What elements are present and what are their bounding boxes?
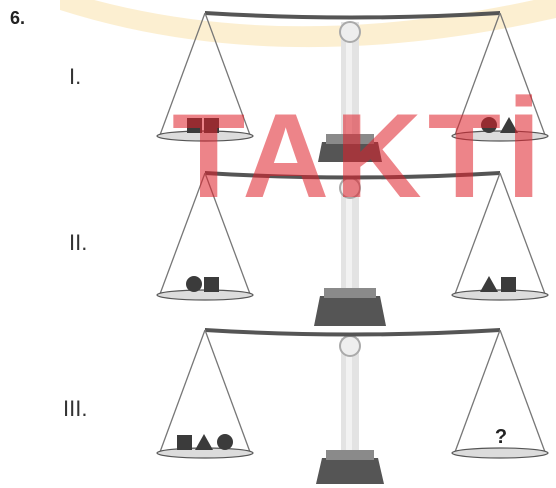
circle-shape (186, 276, 202, 292)
scale-2-right-pan (452, 290, 548, 300)
scale-3-right-pan (452, 448, 548, 458)
square-shape (501, 277, 516, 292)
question-number: 6. (10, 8, 25, 29)
label-scale-1: I. (69, 64, 81, 90)
scale-3: ? (157, 328, 548, 484)
triangle-shape (480, 276, 498, 292)
unknown-question-mark: ? (495, 426, 507, 448)
square-shape (177, 435, 192, 450)
watermark: TAKTİ (172, 96, 546, 216)
scale-3-beam (205, 328, 500, 337)
scale-2-base (314, 296, 386, 326)
square-shape (204, 277, 219, 292)
scale-1-pivot (340, 22, 360, 42)
scale-3-pivot (340, 336, 360, 356)
triangle-shape (195, 434, 213, 450)
scale-3-base (316, 458, 384, 484)
label-scale-2: II. (69, 230, 87, 256)
label-scale-3: III. (63, 396, 87, 422)
circle-shape (217, 434, 233, 450)
decorative-band (60, 0, 556, 47)
